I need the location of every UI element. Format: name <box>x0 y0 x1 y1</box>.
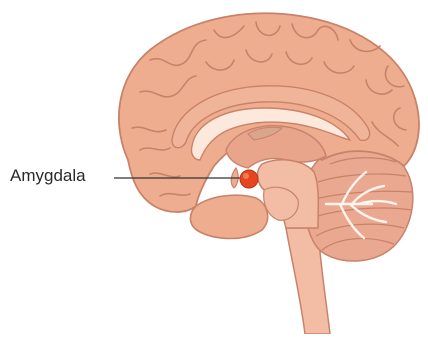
temporal-lobe <box>190 195 267 238</box>
amygdala-label: Amygdala <box>10 166 86 186</box>
amygdala-glow <box>243 173 249 179</box>
amygdala-highlight <box>240 170 258 188</box>
